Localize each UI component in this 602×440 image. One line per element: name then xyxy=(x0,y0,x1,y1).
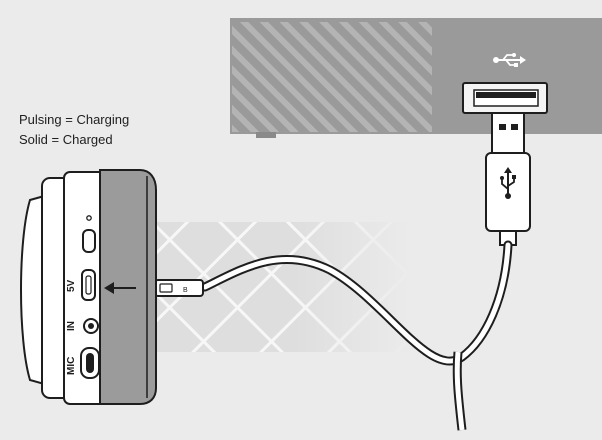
label-in: IN xyxy=(66,321,77,331)
usb-icon xyxy=(493,53,526,67)
usb-port[interactable] xyxy=(462,82,548,114)
label-mic: MIC xyxy=(66,357,77,375)
legend-solid: Solid = Charged xyxy=(19,132,113,147)
label-5v: 5V xyxy=(66,279,77,292)
console-device xyxy=(230,18,602,138)
micro-usb-mark: B xyxy=(183,287,188,294)
usb-cable xyxy=(200,240,513,431)
led-indicator-icon xyxy=(86,215,92,221)
charging-port[interactable] xyxy=(81,269,96,301)
headset-button[interactable] xyxy=(82,229,96,253)
legend-pulsing: Pulsing = Charging xyxy=(19,112,130,127)
usb-plug-icon xyxy=(500,167,516,199)
led-legend: Pulsing = Charging Solid = Charged xyxy=(19,110,129,150)
usb-a-plug[interactable] xyxy=(485,112,531,246)
arrow-left-icon xyxy=(104,282,136,294)
background-band xyxy=(150,222,410,352)
